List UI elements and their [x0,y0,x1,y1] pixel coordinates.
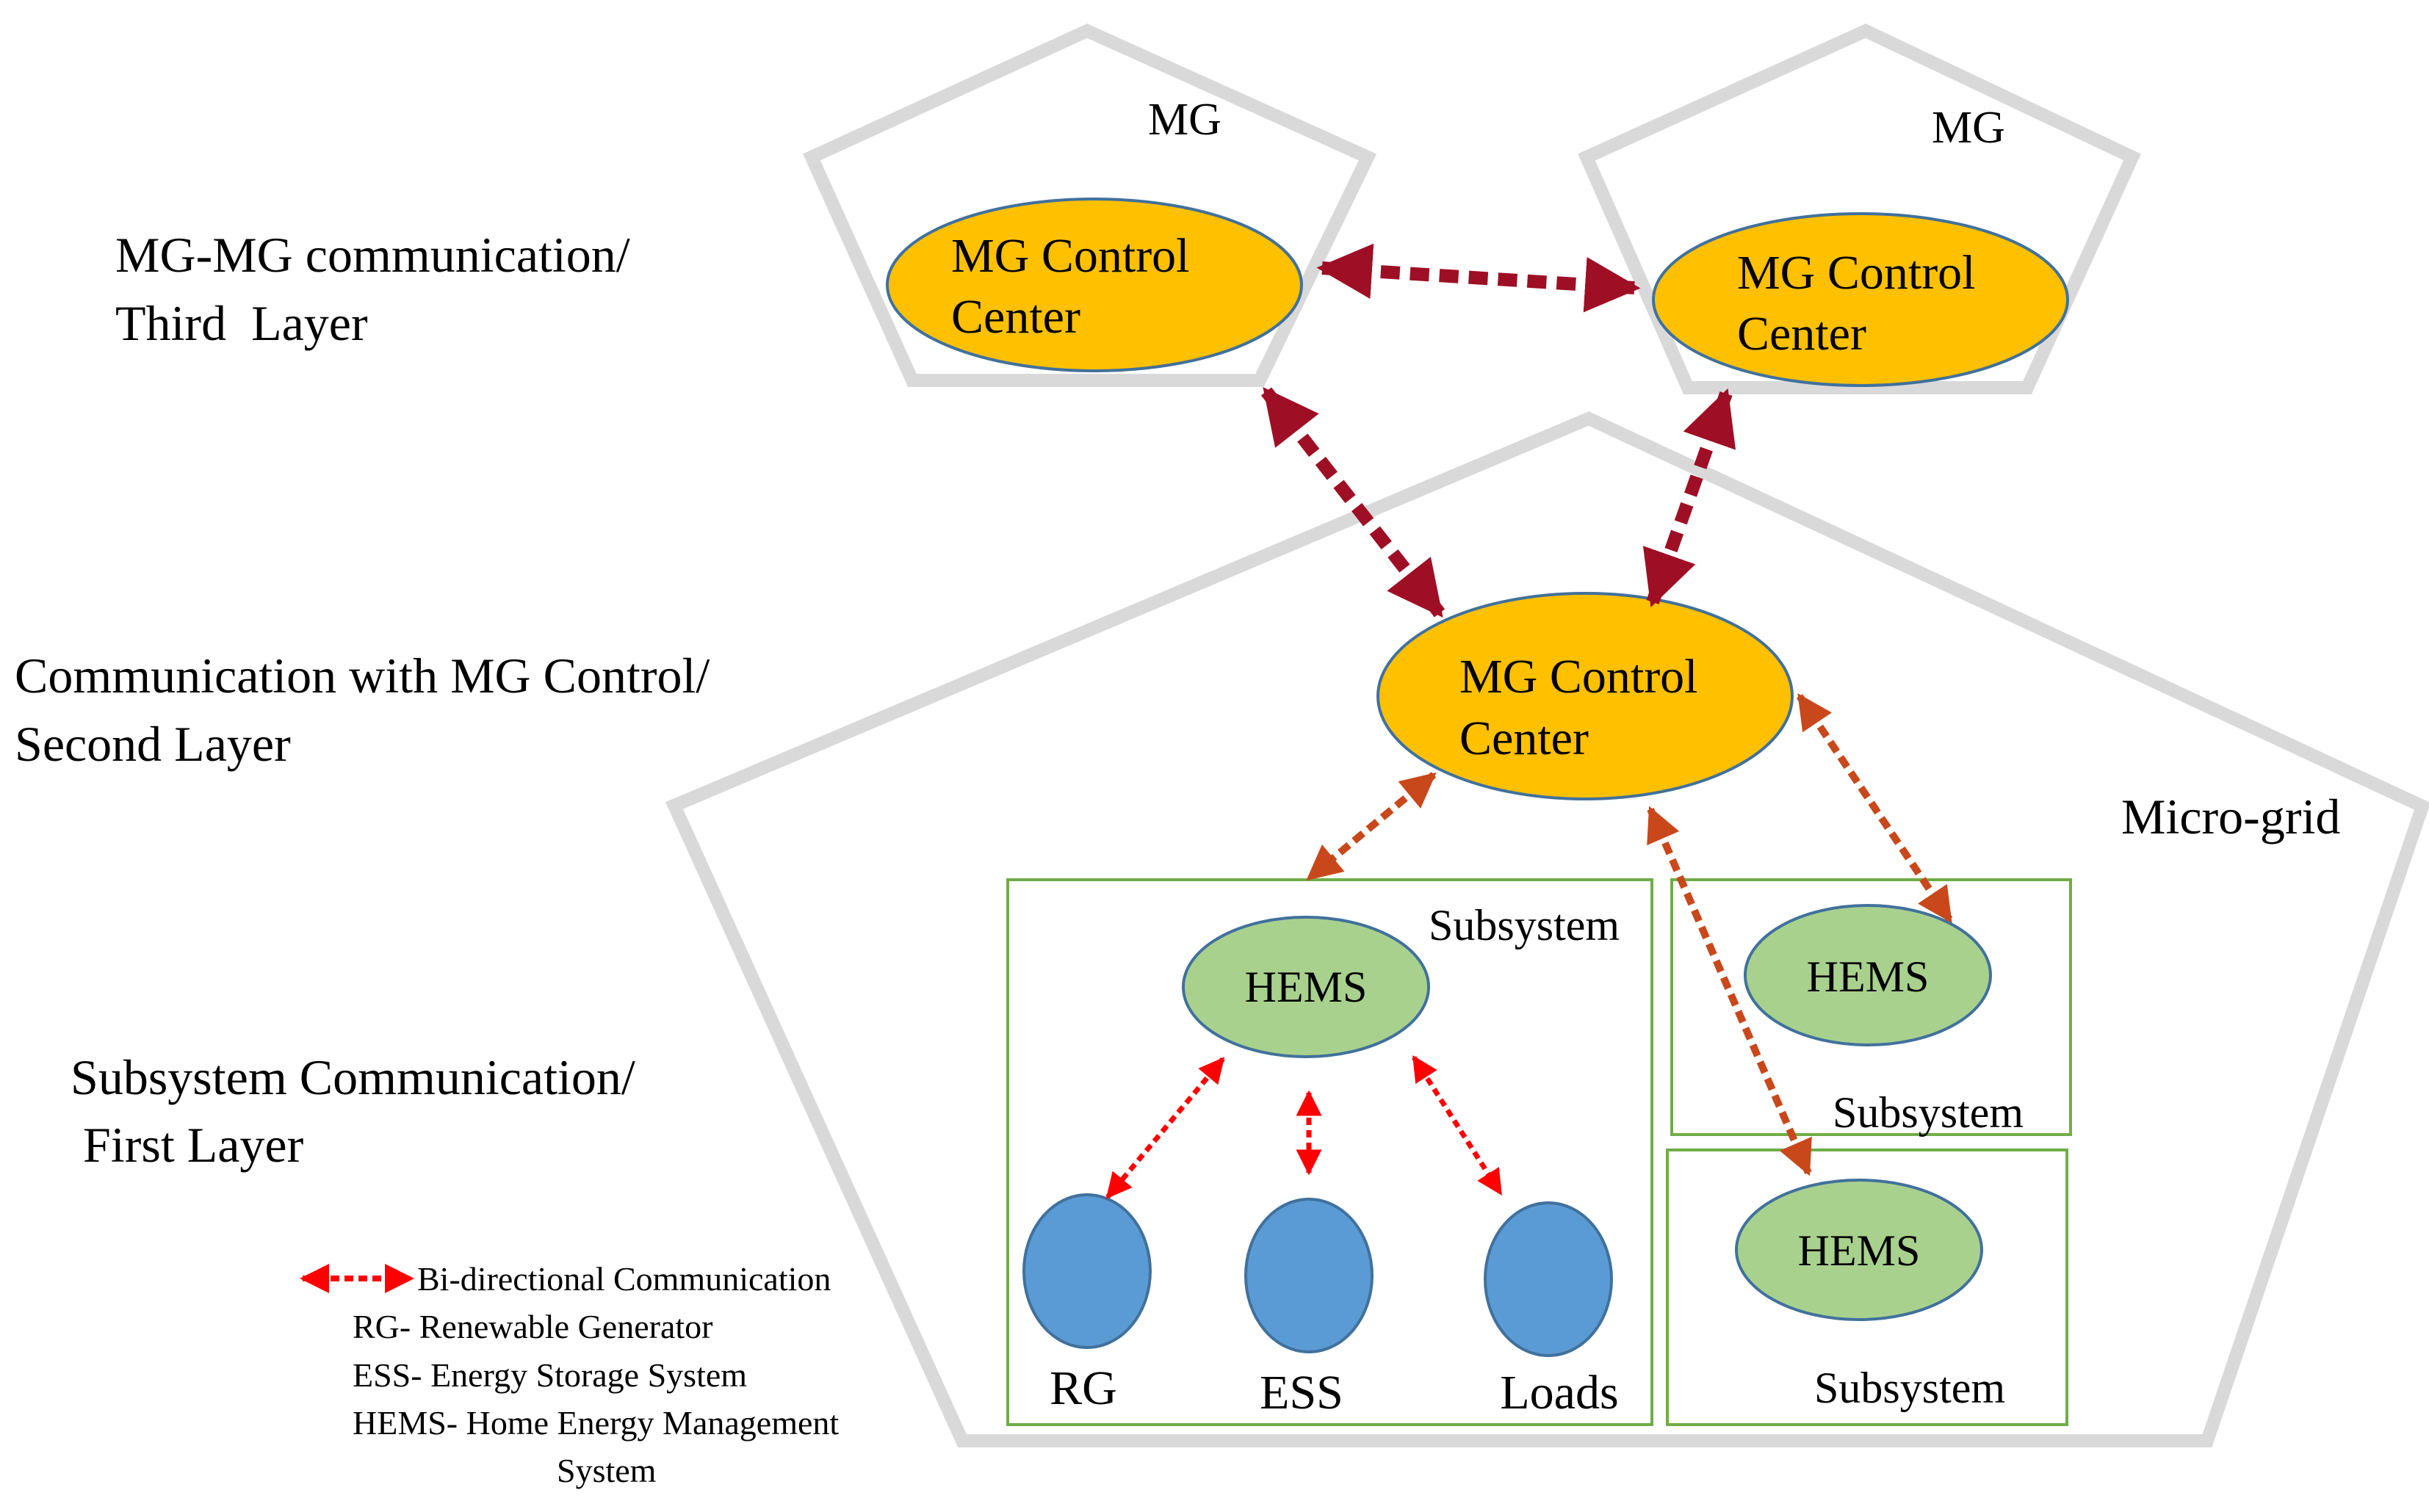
control-center-right-label-line1: MG Control [1737,246,1976,300]
arrow-hems-to-loads [1412,1055,1503,1196]
second-layer-label-line1: Communication with MG Control/ [15,648,710,703]
hems-main [1182,916,1430,1058]
legend-line-system: System [557,1452,657,1489]
control-center-right [1652,212,2069,387]
subsystem-box-lower-right [1666,1149,2068,1426]
micro-grid-label: Micro-grid [2121,789,2340,844]
hems-main-label: HEMS [1245,963,1368,1011]
arrow-left-mg-to-main [1260,387,1446,618]
arrow-main-to-hems-upper-right [1796,693,1954,923]
first-layer-label-line2: First Layer [71,1117,304,1173]
hems-upper-right-label: HEMS [1807,952,1930,1001]
device-loads-label: Loads [1500,1366,1618,1419]
legend-line-ess: ESS- Energy Storage System [353,1356,747,1394]
subsystem-lower-right-label: Subsystem [1814,1364,2005,1412]
subsystem-main-label: Subsystem [1429,901,1620,949]
microgrid-pentagon-right [1578,23,2141,394]
legend-arrow-label: Bi-directional Communication [417,1260,831,1298]
hems-lower-right [1735,1179,1983,1321]
control-center-left [886,198,1303,372]
hems-lower-right-label: HEMS [1798,1226,1921,1275]
arrow-mg-to-mg [1316,243,1641,313]
control-center-main [1376,592,1794,800]
mg-label-left: MG [1148,95,1221,145]
first-layer-label-line1: Subsystem Communication/ [71,1049,635,1105]
microgrid-pentagon-main [665,411,2429,1447]
legend-line-hems: HEMS- Home Energy Management [353,1404,839,1442]
microgrid-pentagon-left [803,23,1377,387]
control-center-left-label-line1: MG Control [951,229,1190,283]
device-ess [1244,1198,1374,1353]
mg-label-right: MG [1932,103,2005,153]
device-rg-label: RG [1050,1361,1117,1415]
arrow-main-to-hems-lower-right [1647,806,1812,1176]
third-layer-label-line2: Third Layer [115,295,368,351]
device-rg [1022,1193,1152,1349]
arrow-hems-to-rg [1105,1057,1225,1199]
third-layer-label-line1: MG-MG communication/ [115,227,630,283]
control-center-main-label-line1: MG Control [1459,650,1698,703]
legend-line-rg: RG- Renewable Generator [353,1308,712,1345]
control-center-left-label-line2: Center [951,290,1080,344]
control-center-right-label-line2: Center [1737,307,1866,361]
device-loads [1484,1201,1613,1357]
second-layer-label-line2: Second Layer [15,716,291,772]
arrow-main-to-hems-main [1306,772,1437,881]
arrow-right-mg-to-main [1642,388,1736,608]
control-center-main-label-line2: Center [1459,712,1589,765]
device-ess-label: ESS [1260,1366,1343,1419]
subsystem-upper-right-label: Subsystem [1833,1088,2024,1137]
